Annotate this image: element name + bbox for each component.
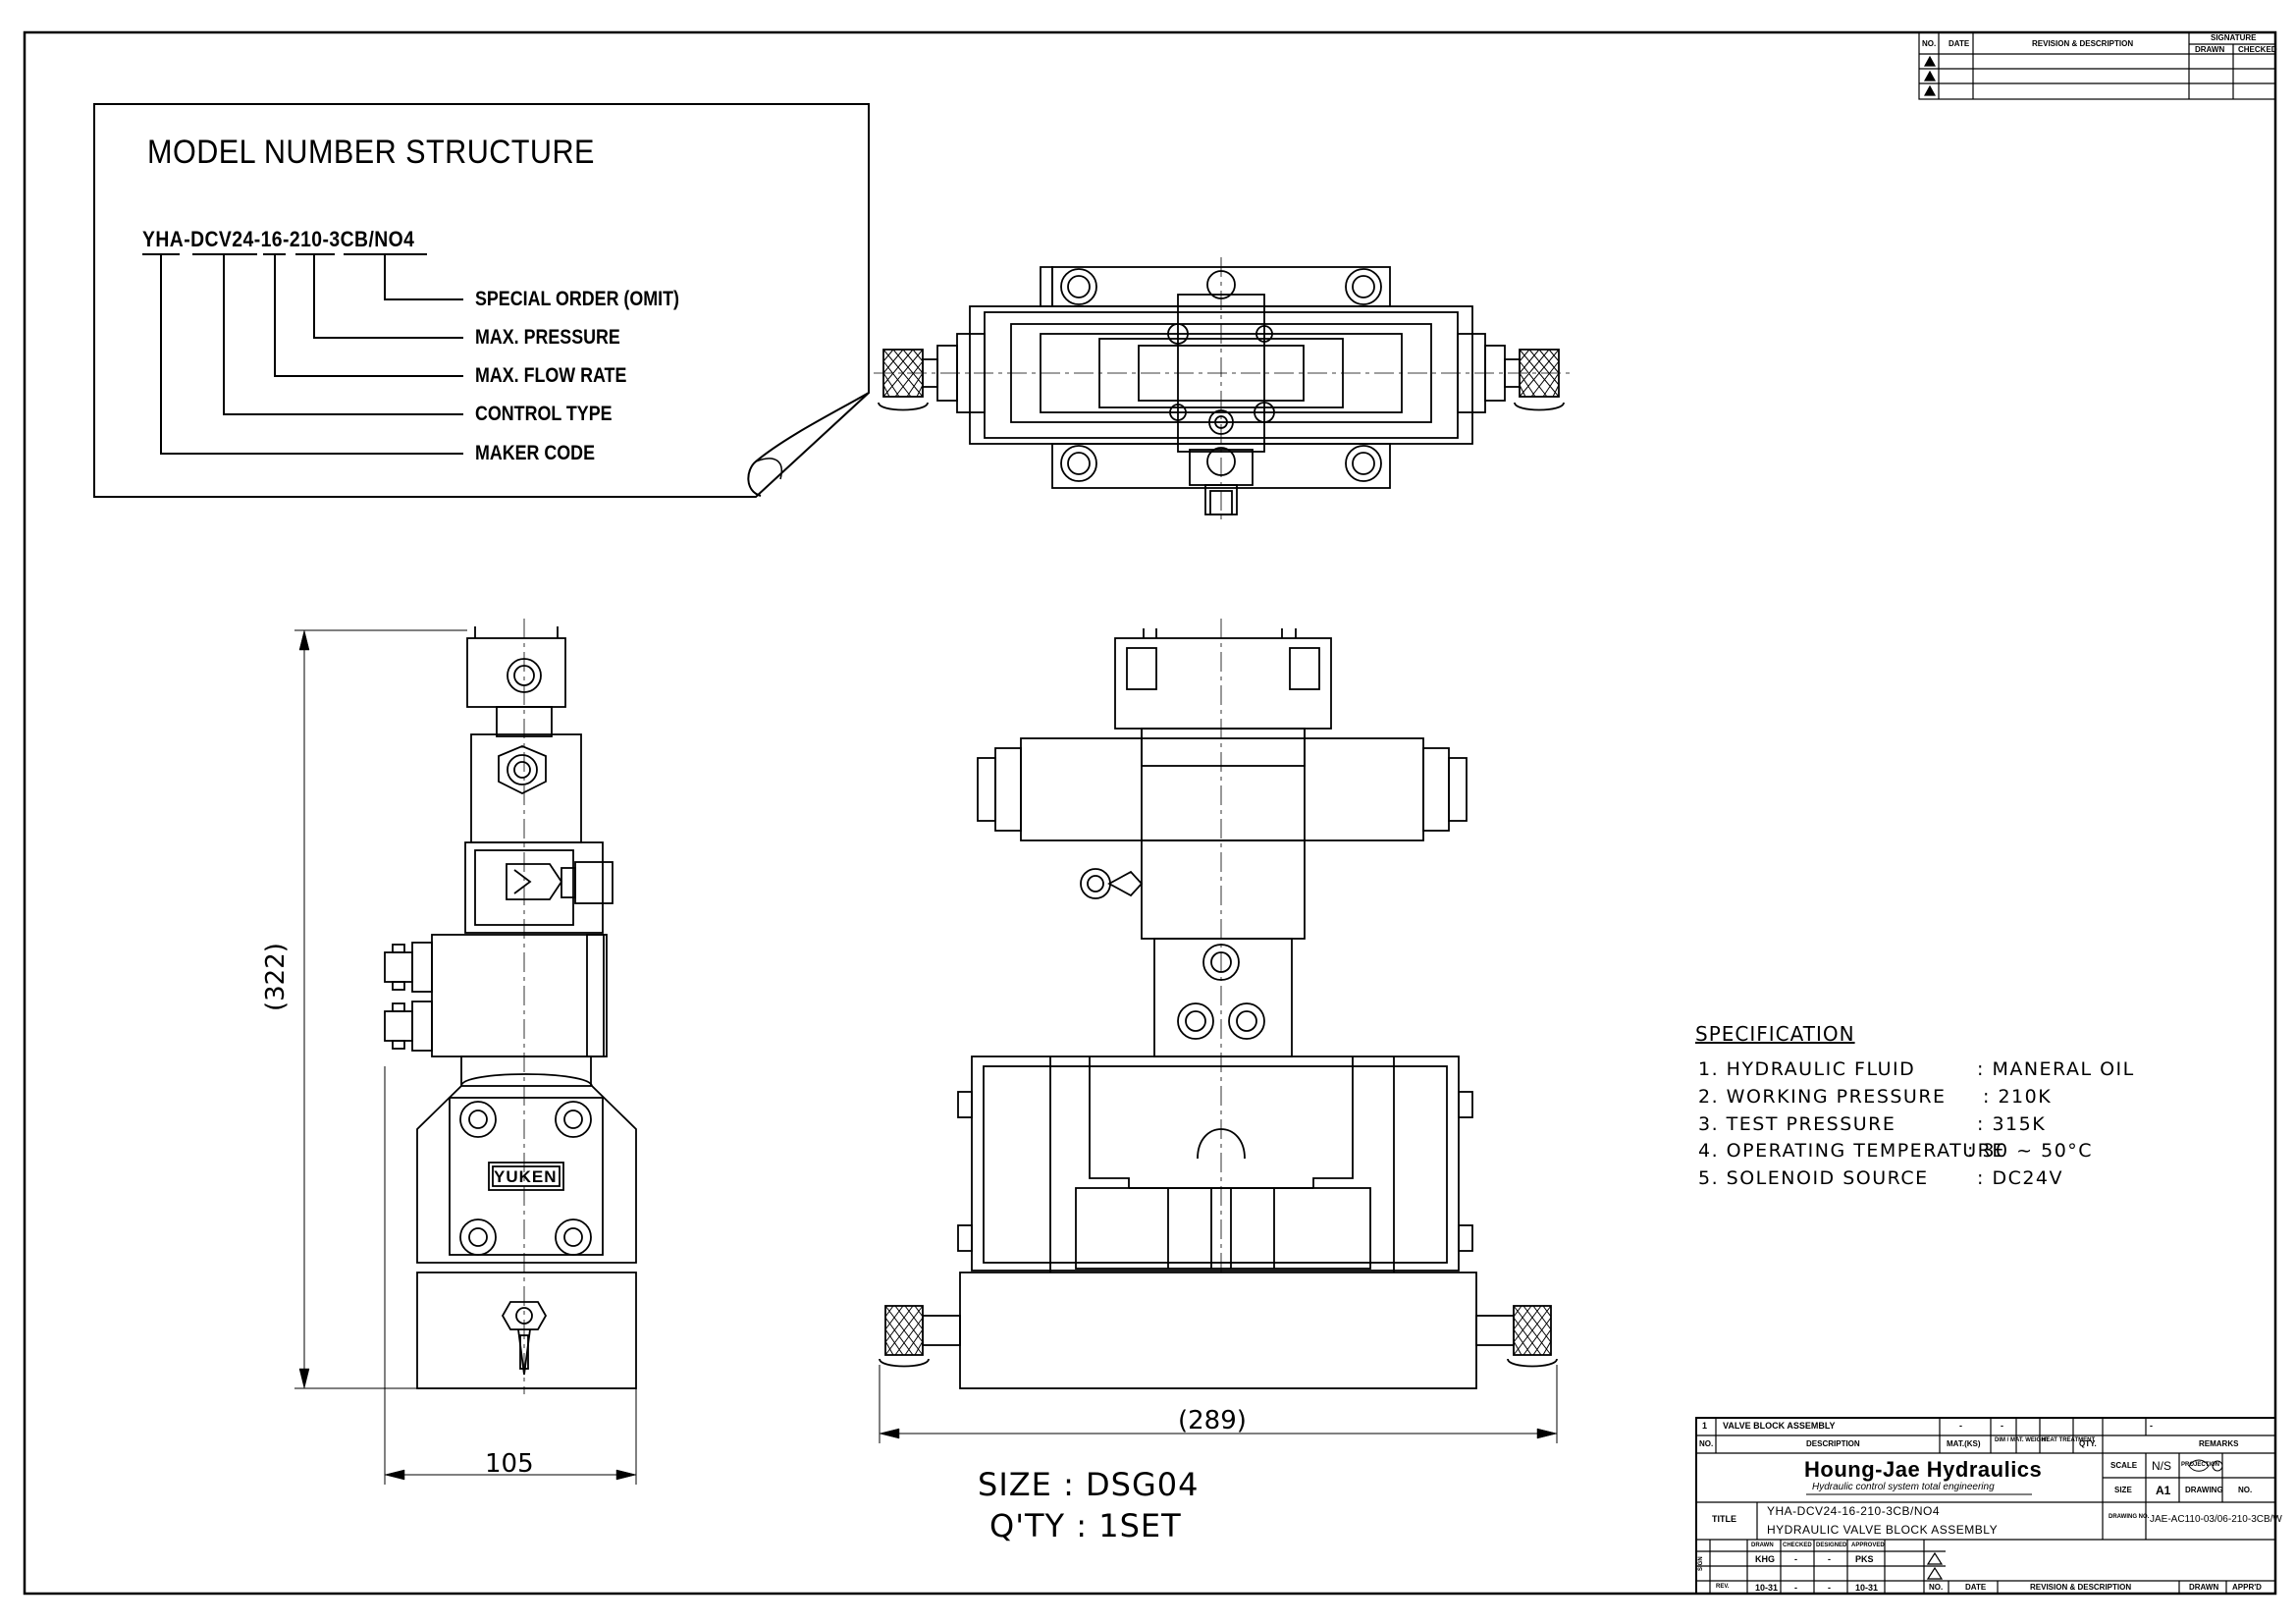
dim-height: (322): [261, 943, 291, 1011]
side-sign-label: SIGN: [1698, 1556, 1704, 1571]
rev-header-date: DATE: [1949, 39, 1970, 48]
title-block: [1695, 1417, 2276, 1595]
spec-item-value: : 210K: [1983, 1086, 2053, 1108]
sign-name-approved: PKS: [1855, 1554, 1874, 1564]
spec-item-label: 4. OPERATING TEMPERATURE: [1698, 1140, 2005, 1162]
part-qty: -: [1959, 1421, 1962, 1431]
rev-header-checked: CHECKED: [2238, 45, 2277, 54]
bh-desc: REVISION & DESCRIPTION: [2030, 1583, 2132, 1592]
model-heading: MODEL NUMBER STRUCTURE: [147, 134, 595, 171]
size-label-tb: SIZE: [2114, 1486, 2132, 1494]
bh-date: DATE: [1965, 1583, 1987, 1592]
ph-no: NO.: [1699, 1439, 1714, 1448]
front-view: [879, 619, 1558, 1443]
ph-dim: DIM / MAT. WEIGHT: [1995, 1437, 2050, 1443]
ph-qty: QTY.: [2079, 1439, 2097, 1448]
spec-heading: SPECIFICATION: [1695, 1022, 1855, 1046]
label-control-type: CONTROL TYPE: [475, 403, 613, 425]
model-code: YHA-DCV24-16-210-3CB/NO4: [142, 227, 415, 251]
sign-header-drawn: DRAWN: [1751, 1543, 1774, 1548]
sign-header-approved: APPROVED: [1851, 1543, 1885, 1548]
sign-date-drawn: 10-31: [1755, 1583, 1779, 1593]
sheet-border: [23, 30, 2277, 1596]
scale-label: SCALE: [2110, 1461, 2138, 1470]
yuken-nameplate: YUKEN: [494, 1167, 558, 1186]
spec-item-value: : 30 ~ 50°C: [1967, 1140, 2094, 1162]
part-no: 1: [1702, 1421, 1708, 1431]
sign-name-checked: -: [1794, 1554, 1797, 1564]
sign-name-designed: -: [1828, 1554, 1831, 1564]
ph-mat: MAT.(KS): [1947, 1439, 1981, 1448]
drawing-value: NO.: [2238, 1486, 2253, 1494]
dwg-no-label: DRAWING NO.: [2109, 1514, 2150, 1520]
dim-width-front: (289): [1178, 1406, 1247, 1435]
title-label: TITLE: [1712, 1514, 1736, 1524]
label-maker-code: MAKER CODE: [475, 442, 595, 464]
title-line1: YHA-DCV24-16-210-3CB/NO4: [1767, 1504, 1941, 1518]
sign-name-drawn: KHG: [1755, 1554, 1775, 1564]
ph-desc: DESCRIPTION: [1806, 1439, 1860, 1448]
size-label: SIZE : DSG04: [978, 1466, 1200, 1503]
side-view: [294, 619, 637, 1485]
bh-no: NO.: [1929, 1583, 1944, 1592]
spec-item-label: 1. HYDRAULIC FLUID: [1698, 1058, 1916, 1080]
sign-date-approved: 10-31: [1855, 1583, 1879, 1593]
rev-header-desc: REVISION & DESCRIPTION: [2032, 39, 2134, 48]
spec-item-value: : 315K: [1977, 1113, 2047, 1135]
sign-header-designed: DESIGNED: [1816, 1543, 1847, 1548]
spec-item-label: 3. TEST PRESSURE: [1698, 1113, 1896, 1135]
part-c1: -: [2001, 1421, 2003, 1431]
sign-header-checked: CHECKED: [1783, 1543, 1812, 1548]
bh-apprd: APPR'D: [2232, 1583, 2262, 1592]
qty-label: Q'TY : 1SET: [989, 1507, 1182, 1544]
rev-header-drawn: DRAWN: [2195, 45, 2225, 54]
ph-remarks: REMARKS: [2199, 1439, 2239, 1448]
sign-date-designed: -: [1828, 1583, 1831, 1593]
spec-item-value: : DC24V: [1977, 1167, 2064, 1189]
company-subtitle: Hydraulic control system total engineeri…: [1812, 1482, 1995, 1492]
ph-heat: HEAT TREATMENT: [2042, 1437, 2096, 1443]
rev-header-no: NO.: [1922, 39, 1937, 48]
label-special-order: SPECIAL ORDER (OMIT): [475, 288, 679, 310]
top-view: [874, 257, 1571, 520]
label-max-pressure: MAX. PRESSURE: [475, 326, 620, 349]
rev-header-signature: SIGNATURE: [2211, 33, 2257, 42]
spec-item-label: 5. SOLENOID SOURCE: [1698, 1167, 1929, 1189]
rev-label: REV.: [1716, 1584, 1730, 1590]
part-c5: -: [2150, 1421, 2153, 1431]
projection-label: PROJECTION: [2181, 1462, 2220, 1468]
spec-item-label: 2. WORKING PRESSURE: [1698, 1086, 1947, 1108]
spec-item-value: : MANERAL OIL: [1977, 1058, 2135, 1080]
dim-width-side: 105: [485, 1449, 534, 1479]
dwg-no: JAE-AC110-03/06-210-3CB/W: [2150, 1514, 2282, 1525]
sign-date-checked: -: [1794, 1583, 1797, 1593]
size-value-tb: A1: [2156, 1484, 2171, 1497]
drawing-label: DRAWING: [2185, 1486, 2223, 1494]
label-max-flow: MAX. FLOW RATE: [475, 364, 627, 387]
model-structure-box: [93, 103, 870, 498]
scale-value: N/S: [2152, 1459, 2172, 1473]
bh-drawn: DRAWN: [2189, 1583, 2219, 1592]
company-name: Houng-Jae Hydraulics: [1804, 1457, 2043, 1482]
revision-block: [1918, 31, 2276, 100]
part-desc: VALVE BLOCK ASSEMBLY: [1723, 1421, 1836, 1431]
title-line2: HYDRAULIC VALVE BLOCK ASSEMBLY: [1767, 1523, 1999, 1537]
